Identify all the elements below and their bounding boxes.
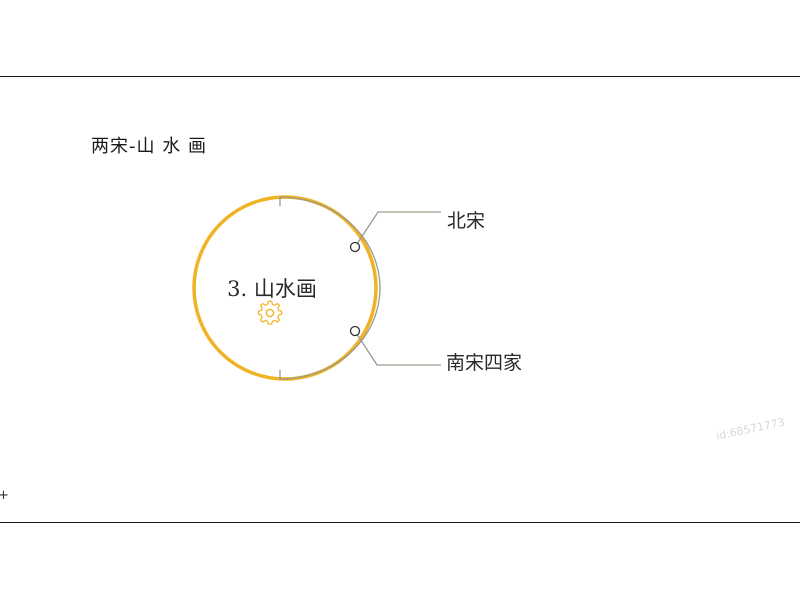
- outer-arc: [279, 196, 381, 380]
- connector-line-upper: [354, 211, 441, 248]
- connector-node-upper: [349, 241, 361, 253]
- slide-title: 两宋-山 水 画: [91, 136, 207, 157]
- top-divider: [0, 76, 800, 77]
- connector-line-lower: [354, 330, 441, 366]
- connector-node-lower: [349, 325, 361, 337]
- center-label: 3. 山水画: [227, 277, 317, 301]
- branch-label-southern-song-four-masters: 南宋四家: [446, 352, 522, 374]
- bottom-divider: [0, 522, 800, 523]
- corner-mark: +: [0, 488, 9, 503]
- branch-label-northern-song: 北宋: [447, 210, 485, 232]
- gear-icon: [257, 300, 283, 325]
